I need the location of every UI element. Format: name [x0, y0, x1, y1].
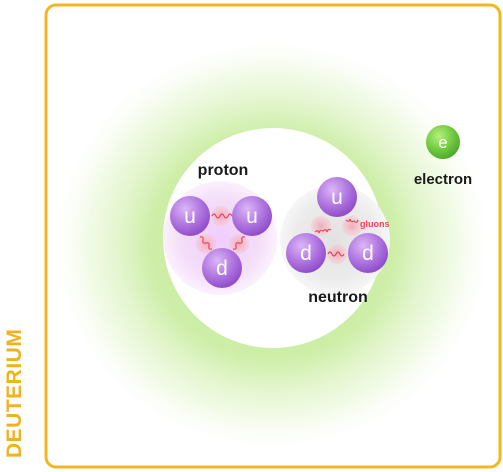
quark-label: d — [362, 242, 374, 265]
electron-label: electron — [414, 171, 472, 188]
gluon-blob — [342, 216, 362, 236]
neutron-quark-d1: d — [286, 233, 326, 273]
quark-label: u — [246, 205, 258, 228]
gluons-label: gluons — [360, 219, 390, 229]
gluon-spring — [327, 251, 345, 257]
electron-particle: e — [426, 125, 460, 159]
gluon-spring — [345, 218, 359, 223]
gluon-spring — [199, 236, 213, 250]
neutron-quark-u: u — [317, 177, 357, 217]
quark-label: d — [216, 257, 228, 280]
gluon-spring — [211, 213, 233, 219]
gluon-blob — [211, 206, 231, 226]
neutron-quark-d2: d — [348, 233, 388, 273]
gluon-spring — [232, 236, 246, 250]
proton-quark-u1: u — [170, 196, 210, 236]
atom-name-label: DEUTERIUM — [3, 328, 26, 458]
gluon-blob — [327, 244, 347, 264]
proton-label: proton — [198, 162, 249, 179]
proton-quark-d: d — [202, 248, 242, 288]
gluon-blob — [311, 216, 331, 236]
quark-label: d — [300, 242, 312, 265]
proton-gluons — [196, 206, 249, 254]
electron-symbol: e — [438, 133, 447, 152]
quark-label: u — [184, 205, 196, 228]
proton-quark-u2: u — [232, 196, 272, 236]
gluon-spring — [314, 228, 332, 234]
neutron-label: neutron — [308, 289, 368, 306]
quark-label: u — [331, 186, 343, 209]
neutron-gluons — [311, 216, 362, 264]
